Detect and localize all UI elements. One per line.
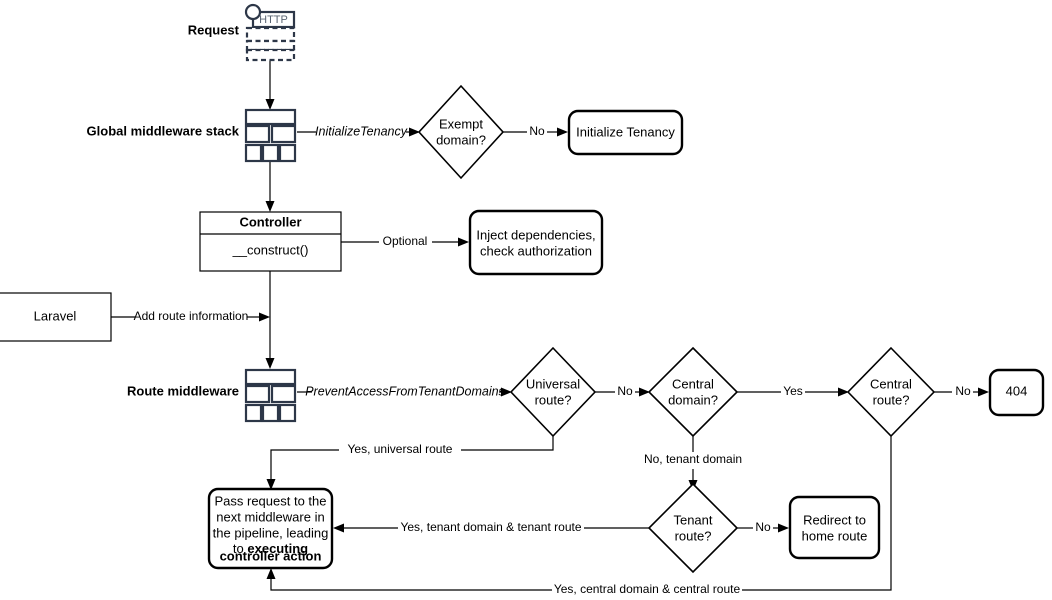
node-inject-dependencies-line1: Inject dependencies, (476, 227, 595, 242)
edge-label-prevent-access: PreventAccessFromTenantDomains (305, 384, 505, 398)
edge-universal-to-pass-request: Yes, universal route (266, 436, 554, 490)
http-request-doc-icon: HTTP (244, 3, 296, 62)
edge-exempt-to-initialize: No (503, 124, 568, 138)
node-redirect-home-route-line1: Redirect to (803, 512, 866, 527)
node-controller-title: Controller (239, 214, 301, 229)
node-redirect-home-route-line2: home route (802, 528, 868, 543)
swimlane-label-global-middleware-stack: Global middleware stack (87, 123, 240, 138)
node-404-label: 404 (1006, 383, 1028, 398)
edge-universal-to-central-domain: No (595, 384, 650, 398)
edge-tenant-route-to-pass-request: Yes, tenant domain & tenant route (333, 520, 649, 534)
edge-label-optional: Optional (383, 234, 428, 248)
node-controller[interactable]: Controller __construct() (199, 211, 342, 272)
node-universal-route-line2: route? (535, 392, 572, 407)
edge-central-domain-to-central-route: Yes (737, 384, 849, 398)
node-pass-request-line4: to executing (233, 541, 308, 556)
node-pass-request-line2: next middleware in (216, 509, 324, 524)
global-middleware-stack-icon (244, 108, 297, 163)
edge-central-route-to-404: No (934, 384, 989, 398)
node-controller-method: __construct() (232, 242, 309, 257)
node-pass-request[interactable]: Pass request to the next middleware in t… (207, 487, 334, 570)
swimlane-label-route-middleware: Route middleware (127, 383, 239, 398)
edge-label-no-tenant-domain: No, tenant domain (644, 452, 742, 466)
node-central-route[interactable]: Central route? (846, 346, 936, 438)
node-central-route-line1: Central (870, 376, 912, 391)
edge-label-central-route-no: No (955, 384, 971, 398)
node-laravel[interactable]: Laravel (0, 292, 112, 342)
node-404[interactable]: 404 (988, 368, 1045, 417)
node-tenant-route-line2: route? (675, 528, 712, 543)
route-middleware-stack-icon (244, 368, 297, 423)
node-exempt-domain-line2: domain? (436, 132, 486, 147)
node-exempt-domain-line1: Exempt (439, 116, 483, 131)
edge-request-to-global (265, 60, 275, 110)
node-tenant-route-line1: Tenant (673, 512, 712, 527)
node-central-domain[interactable]: Central domain? (647, 346, 739, 438)
edge-label-universal-no: No (617, 384, 633, 398)
node-universal-route-line1: Universal (526, 376, 580, 391)
edge-label-initialize-tenancy: InitializeTenancy (315, 124, 408, 138)
edge-label-yes-central-domain-central-route: Yes, central domain & central route (554, 582, 741, 596)
edge-route-middleware-to-universal: PreventAccessFromTenantDomains (297, 384, 512, 398)
node-pass-request-line3: the pipeline, leading (213, 525, 329, 540)
node-central-domain-line1: Central (672, 376, 714, 391)
node-universal-route[interactable]: Universal route? (509, 346, 597, 438)
edge-controller-to-route-middleware (265, 271, 275, 369)
edge-label-yes-tenant-domain-tenant-route: Yes, tenant domain & tenant route (400, 520, 581, 534)
http-label: HTTP (259, 14, 288, 26)
node-redirect-home-route[interactable]: Redirect to home route (788, 495, 881, 560)
node-pass-request-line5: controller action (220, 548, 322, 563)
node-inject-dependencies-line2: check authorization (480, 243, 592, 258)
edge-label-exempt-no: No (529, 124, 545, 138)
node-pass-request-line1: Pass request to the (214, 493, 326, 508)
edge-label-central-domain-yes: Yes (783, 384, 803, 398)
edge-label-tenant-route-no: No (755, 520, 771, 534)
node-laravel-label: Laravel (34, 308, 77, 323)
edge-laravel-to-route-middleware: Add route information (111, 309, 270, 323)
edge-central-domain-to-tenant-route: No, tenant domain (644, 436, 742, 491)
edge-tenant-route-to-redirect: No (737, 520, 789, 534)
swimlane-label-request: Request (188, 22, 240, 37)
node-tenant-route[interactable]: Tenant route? (647, 482, 739, 574)
edge-label-yes-universal-route: Yes, universal route (348, 442, 453, 456)
edge-controller-to-inject: Optional (341, 234, 469, 248)
node-central-route-line2: route? (873, 392, 910, 407)
edge-global-to-controller (265, 161, 275, 212)
edge-central-route-to-pass-request: Yes, central domain & central route (266, 436, 892, 596)
node-inject-dependencies[interactable]: Inject dependencies, check authorization (468, 209, 604, 276)
edge-global-to-exempt: InitializeTenancy (297, 124, 420, 138)
node-initialize-tenancy[interactable]: Initialize Tenancy (567, 109, 684, 156)
node-exempt-domain[interactable]: Exempt domain? (417, 84, 505, 180)
node-central-domain-line2: domain? (668, 392, 718, 407)
node-initialize-tenancy-label: Initialize Tenancy (576, 124, 675, 139)
edge-label-add-route-information: Add route information (134, 309, 249, 323)
